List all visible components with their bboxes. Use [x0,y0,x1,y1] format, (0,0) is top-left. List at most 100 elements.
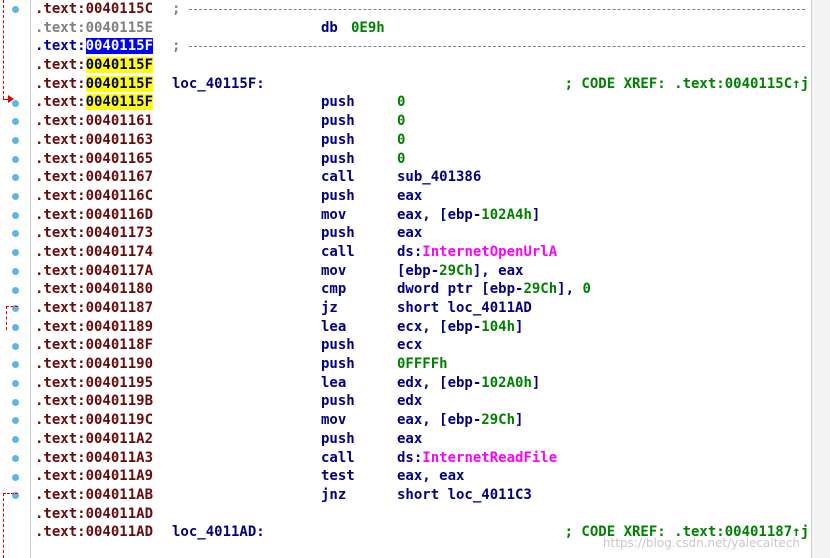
instruction-operands[interactable]: ds:InternetOpenUrlA [397,243,557,262]
address-offset[interactable]: 00401165 [85,150,154,167]
code-label[interactable]: loc_40115F: [172,75,265,92]
listing-row[interactable]: .text:004011AD [31,505,811,524]
address-offset[interactable]: 0040115C [85,1,154,17]
breakpoint-dot-icon[interactable] [12,436,19,444]
instruction-operands[interactable]: dword ptr [ebp-29Ch], 0 [397,280,591,299]
breakpoint-dot-icon[interactable] [12,155,19,163]
address-offset[interactable]: 00401167 [85,169,154,186]
instruction-operands[interactable]: eax [397,224,422,243]
address-offset[interactable]: 0040115E [85,19,154,36]
address[interactable]: .text:00401173 [35,224,153,243]
breakpoint-dot-icon[interactable] [12,380,19,387]
instruction-operands[interactable]: ds:InternetReadFile [397,449,557,468]
instruction-operands[interactable]: 0FFFFh [397,355,448,374]
address-offset[interactable]: 00401187 [85,300,154,316]
address-offset[interactable]: 0040115F [85,94,154,111]
address[interactable]: .text:00401161 [35,112,153,131]
address-offset[interactable]: 00401174 [85,243,154,260]
address-offset[interactable]: 0040119B [85,393,154,410]
address-offset[interactable]: 0040115F [85,75,154,92]
address[interactable]: .text:0040116D [35,206,153,225]
address[interactable]: .text:00401187 [35,299,153,318]
address[interactable]: .text:0040115F [35,75,154,94]
instruction-operands[interactable]: 0E9h [351,19,385,38]
breakpoint-dot-icon[interactable] [12,398,19,406]
listing-row[interactable]: .text:0040115F [31,56,811,75]
breakpoint-dot-icon[interactable] [12,492,19,500]
address[interactable]: .text:0040115F [35,93,154,112]
address[interactable]: .text:00401165 [35,150,153,169]
address-offset[interactable]: 00401173 [85,225,154,242]
address[interactable]: .text:00401167 [35,168,153,187]
address[interactable]: .text:004011AD [35,505,153,524]
address-offset[interactable]: 00401195 [85,374,154,391]
address-offset[interactable]: 0040118F [85,337,154,354]
address[interactable]: .text:004011AD [35,523,153,542]
address[interactable]: .text:004011A3 [35,449,153,468]
address[interactable]: .text:004011A2 [35,430,153,449]
instruction-operands[interactable]: eax, eax [397,467,464,486]
breakpoint-dot-icon[interactable] [12,473,19,481]
address[interactable]: .text:004011A9 [35,467,153,486]
address[interactable]: .text:0040118F [35,336,153,355]
address-offset[interactable]: 00401190 [85,356,154,373]
breakpoint-dot-icon[interactable] [12,323,19,331]
address-offset[interactable]: 004011A2 [85,430,154,447]
instruction-operands[interactable]: eax [397,430,422,449]
address[interactable]: .text:004011AB [35,486,153,505]
instruction-operands[interactable]: [ebp-29Ch], eax [397,262,523,281]
address-offset[interactable]: 0040115F [85,38,154,55]
breakpoint-dot-icon[interactable] [12,305,19,313]
address-offset[interactable]: 004011A9 [85,468,154,485]
instruction-operands[interactable]: edx, [ebp-102A0h] [397,374,540,393]
instruction-operands[interactable]: 0 [397,150,405,169]
listing-row[interactable]: .text:0040115F loc_40115F: ; CODE XREF: .t… [31,75,811,94]
address[interactable]: .text:0040115C [35,0,153,19]
address[interactable]: .text:00401174 [35,243,153,262]
address-offset[interactable]: 004011AD [85,524,154,541]
address-offset[interactable]: 00401189 [85,318,154,335]
breakpoint-dot-icon[interactable] [12,249,19,257]
instruction-operands[interactable]: short loc_4011C3 [397,486,532,505]
address[interactable]: .text:0040115F [35,56,154,75]
address-offset[interactable]: 0040116C [85,187,154,204]
address[interactable]: .text:00401180 [35,280,153,299]
breakpoint-dot-icon[interactable] [12,174,19,182]
address[interactable]: .text:0040119B [35,392,153,411]
address-offset[interactable]: 0040117A [85,262,154,279]
address-offset[interactable]: 0040116D [85,206,154,223]
code-label[interactable]: loc_4011AD: [172,524,265,541]
instruction-operands[interactable]: sub_401386 [397,168,481,187]
breakpoint-dot-icon[interactable] [12,417,19,425]
instruction-operands[interactable]: edx [397,392,422,411]
breakpoint-dot-icon[interactable] [12,267,19,275]
xref-comment[interactable]: ; CODE XREF: .text:0040115C↑j [564,75,809,92]
breakpoint-dot-icon[interactable] [12,193,19,200]
breakpoint-dot-icon[interactable] [12,361,19,369]
address[interactable]: .text:0040115E [35,19,153,38]
address[interactable]: .text:00401190 [35,355,153,374]
address-offset[interactable]: 00401180 [85,281,154,298]
instruction-operands[interactable]: short loc_4011AD [397,299,532,318]
address[interactable]: .text:00401163 [35,131,153,150]
address-offset[interactable]: 00401161 [85,113,154,130]
listing-row[interactable]: .text:0040115F; [31,37,811,56]
xref-comment[interactable]: ; CODE XREF: .text:00401187↑j [564,524,809,541]
